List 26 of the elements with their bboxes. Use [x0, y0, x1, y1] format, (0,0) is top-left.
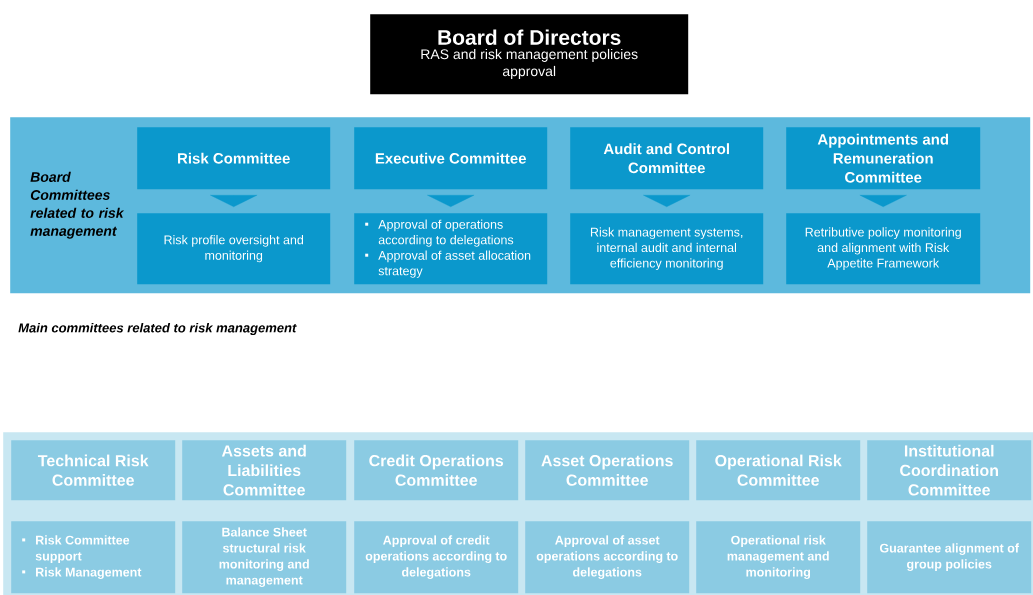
committee-box: Appointments and Remuneration Committee [786, 127, 981, 190]
description-box: Risk profile oversight and monitoring [137, 213, 331, 285]
committee-box: Audit and Control Committee [570, 127, 764, 190]
section-heading: Main committees related to risk management [18, 322, 297, 336]
board-box: Board of Directors RAS and risk management policies approval [370, 14, 689, 95]
description-box: Balance Sheet structural risk monitoring and management [182, 521, 347, 594]
chevron-arrow [643, 194, 691, 207]
description-box: Operational risk management and monitoring [696, 521, 861, 594]
committee-box: Credit Operations Committee [354, 440, 519, 501]
description-box: Approval of credit operations according to delegations [354, 521, 519, 594]
chevron-arrow [210, 194, 258, 207]
chevron-arrow [427, 194, 475, 207]
committee-box: Operational Risk Committee [696, 440, 861, 501]
description-box: Retributive policy monitoring and alignment with Risk Appetite Framework [786, 213, 981, 285]
chevron-arrow [859, 194, 907, 207]
committee-box: Asset Operations Committee [525, 440, 690, 501]
description-box: Risk management systems, internal audit and internal efficiency monitoring [570, 213, 764, 285]
description-box: Guarantee alignment of group policies [867, 521, 1032, 594]
committee-box: Technical Risk Committee [11, 440, 176, 501]
committee-box: Risk Committee [137, 127, 331, 190]
description-box: Risk Committee support Risk Management [11, 521, 176, 594]
description-box: Approval of asset operations according to delegations [525, 521, 690, 594]
committee-box: Assets and Liabilities Committee [182, 440, 347, 501]
committee-box: Executive Committee [354, 127, 548, 190]
committee-box: Institutional Coordination Committee [867, 440, 1032, 501]
description-box: Approval of operations according to delegations Approval of asset allocation strategy [354, 213, 548, 285]
